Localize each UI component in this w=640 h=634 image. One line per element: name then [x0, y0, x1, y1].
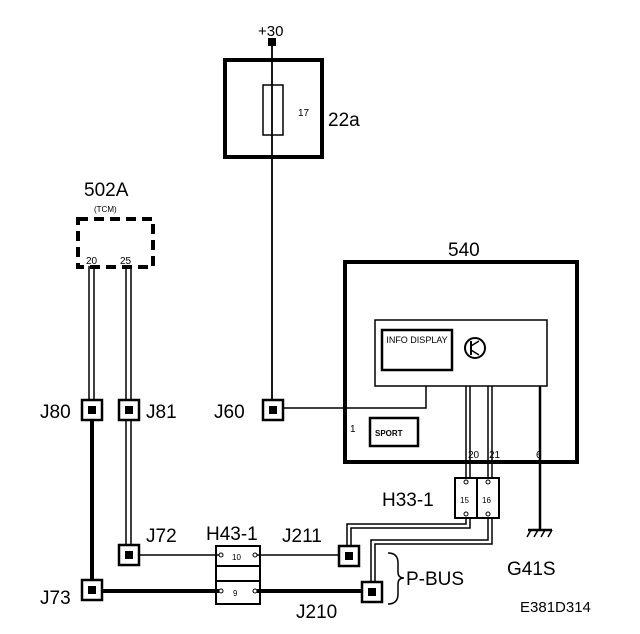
- module-540-pin-21: 21: [489, 450, 501, 461]
- connector-j73: J73: [40, 578, 104, 609]
- fuse-icon: [262, 84, 284, 136]
- h43-label: H43-1: [206, 524, 258, 545]
- connector-h33-1: 15 16 H33-1: [382, 477, 500, 519]
- connector-j81: J81: [117, 398, 177, 423]
- j73-label: J73: [40, 588, 71, 609]
- module-502a-pin-right: 25: [120, 256, 132, 267]
- p-bus-label: P-BUS: [406, 569, 464, 590]
- connector-j60: J60: [214, 398, 285, 423]
- p-bus-bracket: P-BUS: [387, 552, 464, 605]
- module-540-pin-left: 1: [350, 424, 356, 435]
- module-502a-pin-left: 20: [86, 256, 98, 267]
- j210-label: J210: [296, 602, 337, 623]
- ground-label: G41S: [507, 559, 556, 580]
- h43-pin-top: 10: [232, 553, 241, 562]
- connector-j211: J211: [282, 526, 361, 568]
- module-540: 540 INFO DISPLAY SPORT 1 20 21 6: [343, 240, 579, 464]
- h33-pin-right: 16: [482, 496, 491, 505]
- fuse-box-label: 22a: [328, 110, 360, 131]
- info-display-label: INFO DISPLAY: [386, 335, 448, 345]
- info-display-box: [380, 328, 454, 372]
- sport-label: SPORT: [375, 429, 403, 438]
- module-502a-label: 502A: [84, 180, 129, 201]
- supply-label: +30: [258, 23, 283, 40]
- h43-pin-bottom: 9: [233, 589, 238, 598]
- ground-g41s: G41S: [507, 522, 556, 580]
- j211-label: J211: [282, 526, 322, 547]
- j81-label: J81: [146, 402, 177, 423]
- connector-h43-1: H43-1 10 9: [206, 524, 261, 605]
- module-540-label: 540: [448, 240, 480, 261]
- h33-label: H33-1: [382, 490, 434, 511]
- module-540-pin-20: 20: [468, 450, 480, 461]
- connector-j72: J72: [117, 526, 177, 567]
- module-502a: 502A (TCM) 20 25: [76, 180, 155, 269]
- j60-label: J60: [214, 402, 245, 423]
- connector-j210: J210: [296, 580, 384, 623]
- j72-label: J72: [146, 526, 177, 547]
- transistor-icon: [464, 337, 486, 359]
- h33-pin-left: 15: [460, 496, 469, 505]
- supply-terminal: +30: [258, 23, 283, 46]
- module-502a-sublabel: (TCM): [94, 205, 117, 214]
- diagram-id: E381D314: [520, 599, 591, 616]
- fuse-label: 17: [298, 108, 310, 119]
- connector-j80: J80: [40, 398, 104, 423]
- fuse-box-22a: 17 22a: [223, 58, 360, 159]
- sport-box: [368, 416, 420, 448]
- j80-label: J80: [40, 402, 71, 423]
